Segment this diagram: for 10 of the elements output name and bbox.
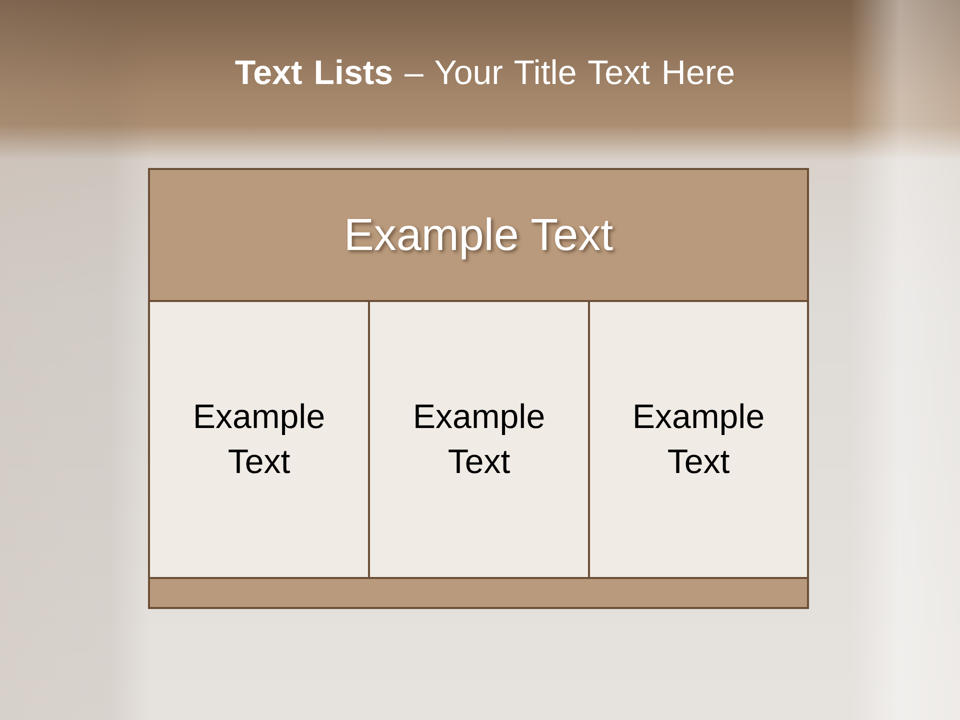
text-panel — [368, 300, 590, 579]
slide-title: Text Lists – Your Title Text Here — [234, 54, 736, 93]
panel-text: Example Text — [192, 396, 326, 482]
text-panel — [588, 300, 809, 579]
panel-text: Example Text — [412, 396, 546, 482]
header-text: Example Text — [344, 209, 614, 261]
text-panel — [148, 300, 370, 579]
footer-band — [148, 577, 809, 609]
header-band — [148, 168, 809, 302]
panel-text: Example Text — [631, 396, 766, 482]
